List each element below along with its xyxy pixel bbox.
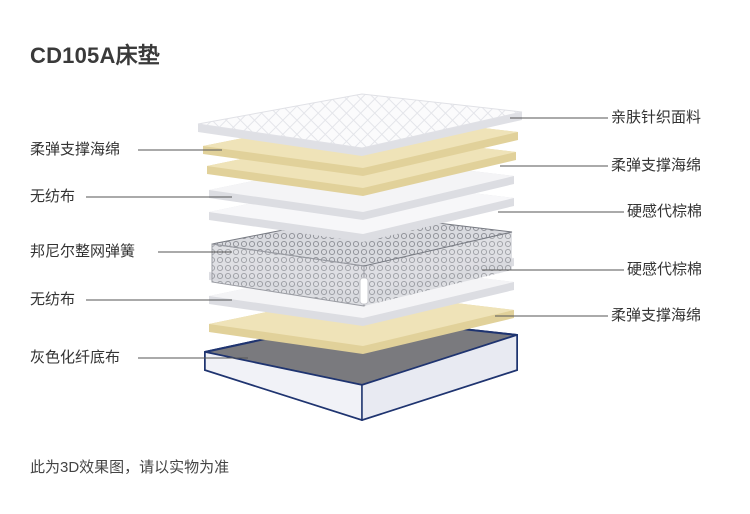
- disclaimer-note: 此为3D效果图，请以实物为准: [30, 459, 230, 476]
- label-left-spring: 邦尼尔整网弹簧: [30, 243, 136, 260]
- label-right-palm-2: 硬感代棕棉: [627, 261, 703, 278]
- leader-lines: [86, 117, 624, 359]
- label-left-nonwoven-2: 无纺布: [30, 291, 76, 308]
- label-right-foam-1: 柔弹支撑海绵: [611, 157, 702, 174]
- label-left-nonwoven-1: 无纺布: [30, 188, 76, 205]
- label-right-foam-2: 柔弹支撑海绵: [611, 307, 702, 324]
- knit-fabric-layer: [197, 93, 523, 156]
- label-right-palm-1: 硬感代棕棉: [627, 203, 703, 220]
- label-left-foam-1: 柔弹支撑海绵: [30, 141, 121, 158]
- label-right-fabric: 亲肤针织面料: [611, 109, 702, 126]
- label-left-base: 灰色化纤底布: [30, 349, 121, 366]
- page-title: CD105A床垫: [30, 43, 160, 68]
